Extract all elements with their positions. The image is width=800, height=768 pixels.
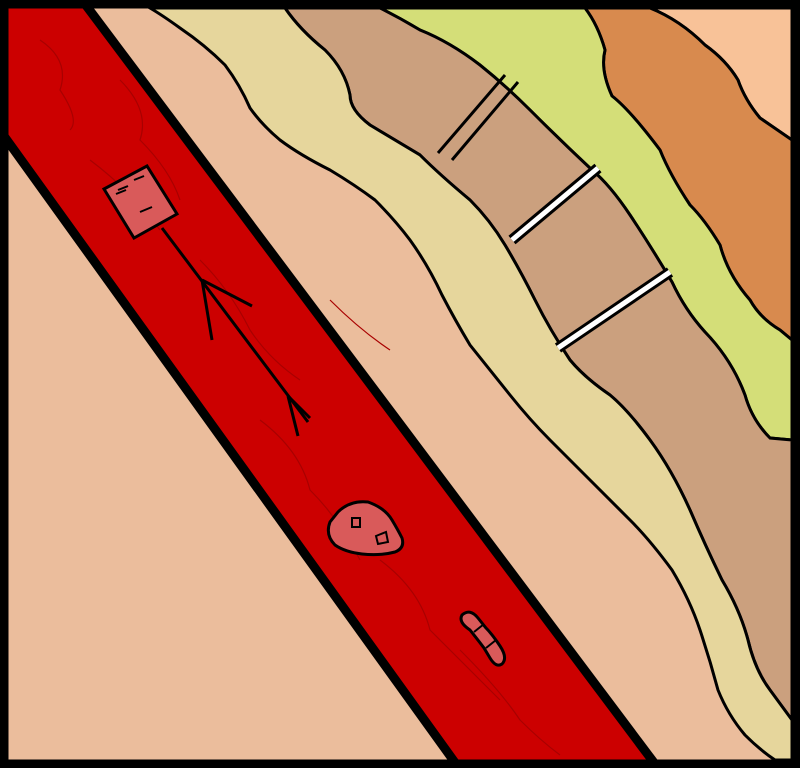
square-creature-head [101, 164, 180, 241]
line-pair [436, 74, 520, 161]
inner-frame [3, 3, 797, 765]
white-bar [510, 166, 600, 242]
square-creature-face [115, 175, 153, 213]
blood-river [8, 8, 652, 760]
blob-creature-eye [351, 517, 361, 528]
pale-band [144, 6, 794, 762]
white-bar [556, 269, 672, 351]
worm-creature [459, 610, 507, 667]
square-creature-tail [160, 227, 312, 437]
square-creature [101, 164, 312, 437]
river-lower-edge [0, 133, 460, 767]
river-upper-edge [81, 1, 659, 767]
white-bars [508, 163, 674, 353]
blob-creature [326, 500, 405, 557]
blob-creature-mouth [374, 530, 390, 546]
worm-creature-body [459, 610, 507, 667]
blob-creature-body [326, 500, 405, 557]
